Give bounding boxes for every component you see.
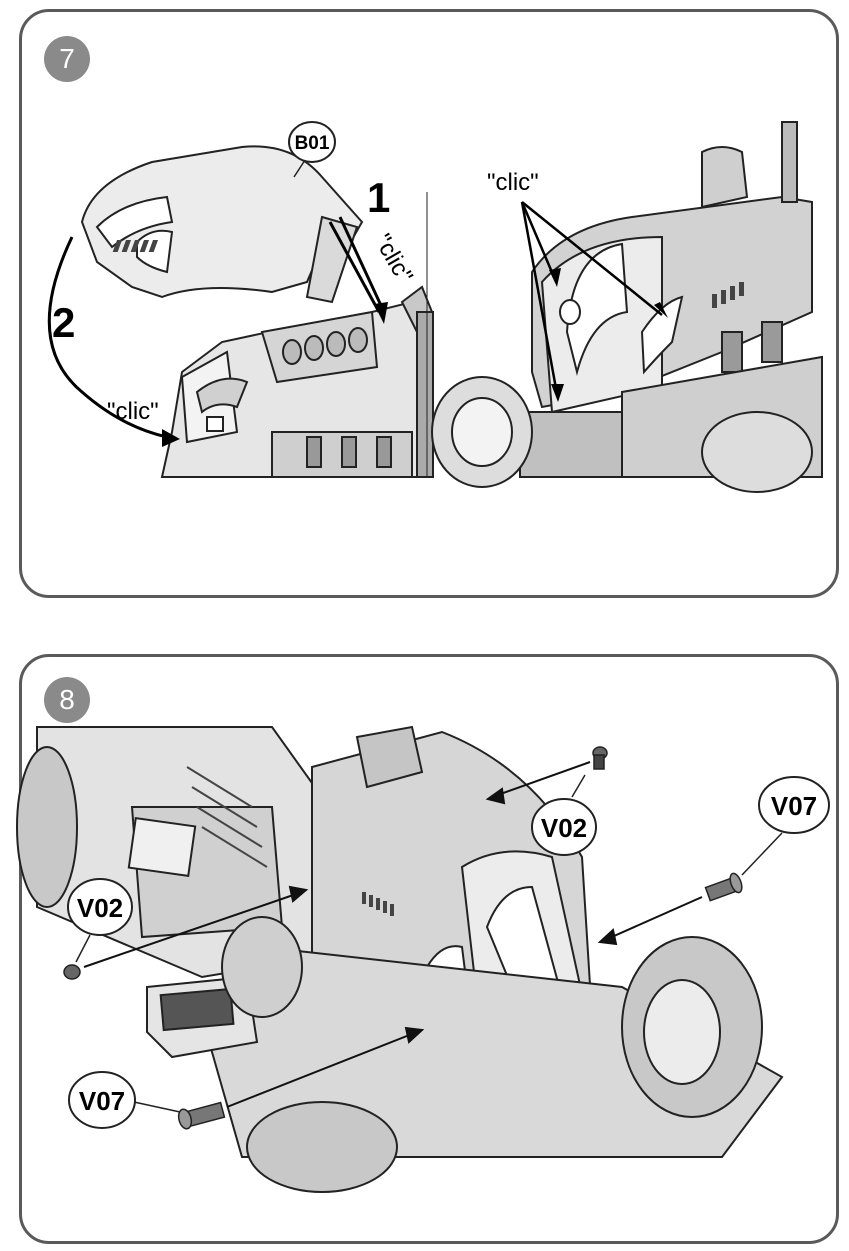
clic-arrows-right (520, 201, 668, 402)
tractor-assembly (16, 725, 784, 1193)
insertion-arrows (83, 761, 703, 1108)
screw-label-v07-right: V07 (771, 791, 817, 821)
step-8-panel: 8 (16, 654, 839, 1244)
step-number-badge: 7 (44, 36, 90, 82)
screw-v07-bottom (177, 1101, 226, 1130)
step-number-badge: 8 (44, 677, 90, 723)
part-label-b01: B01 (295, 133, 330, 154)
step-7-illustration: B01 1 2 "clic" "clic" (47, 121, 823, 493)
callout-v02-left: V02 (67, 878, 133, 963)
step-number-1: 1 (367, 174, 390, 221)
screw-v02-left (63, 964, 81, 980)
hood-part-b01 (80, 145, 364, 304)
clic-label-left: "clic" (107, 398, 159, 425)
screw-v07-right (704, 872, 743, 902)
callout-v07-bottom: V07 (68, 1071, 181, 1129)
clic-label-slanted: "clic" (369, 230, 418, 288)
install-arrows-left (47, 216, 388, 447)
step-7-panel: 7 (19, 9, 839, 598)
callout-v02-top: V02 (531, 774, 597, 856)
screw-label-v07-bottom: V07 (79, 1086, 125, 1116)
part-callout-b01: B01 (288, 121, 336, 178)
step-number-2: 2 (52, 299, 75, 346)
tractor-body-right (519, 121, 823, 493)
screw-v02-top (592, 746, 608, 770)
callout-v07-right: V07 (741, 776, 830, 876)
tractor-body-left (160, 285, 434, 478)
screw-label-v02-top: V02 (541, 813, 587, 843)
screw-label-v02-left: V02 (77, 893, 123, 923)
step-8-illustration: V02 V07 V02 V07 (16, 725, 830, 1193)
tractor-wheel (431, 376, 533, 488)
clic-label-right: "clic" (487, 169, 539, 196)
